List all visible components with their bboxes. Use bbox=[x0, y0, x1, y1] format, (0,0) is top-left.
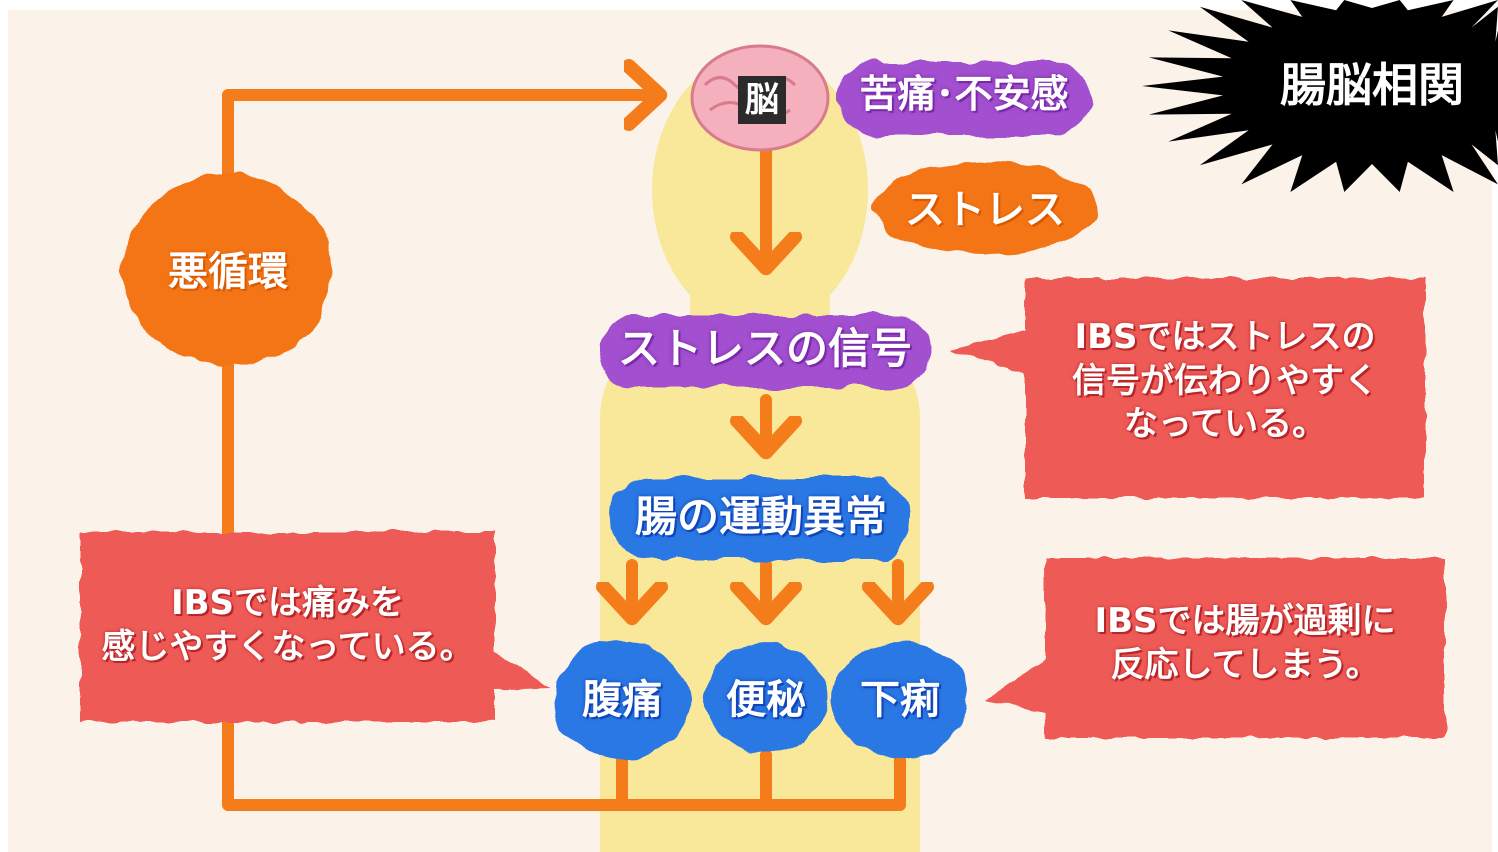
brain-label: 脳 bbox=[745, 80, 779, 120]
stress-signal-blob bbox=[600, 315, 930, 387]
abdominal-pain-label: 腹痛 bbox=[582, 677, 662, 723]
note-gut-box bbox=[985, 558, 1445, 738]
note-signal-text: IBSではストレスの 信号が伝わりやすく なっている。 bbox=[1025, 316, 1425, 447]
stress-label: ストレス bbox=[905, 187, 1065, 233]
diarrhea-label: 下痢 bbox=[860, 677, 940, 723]
vicious-cycle-blob bbox=[124, 174, 332, 366]
brain-icon bbox=[690, 44, 830, 152]
motility-blob bbox=[612, 478, 910, 560]
note-signal-line-2: 信号が伝わりやすく bbox=[1072, 360, 1378, 401]
note-pain-line-2: 感じやすくなっている。 bbox=[101, 626, 474, 667]
badge-label: 腸脳相関 bbox=[1280, 58, 1464, 112]
note-pain-box bbox=[80, 532, 550, 722]
flow-arrows bbox=[222, 95, 906, 811]
note-pain-text: IBSでは痛みを 感じやすくなっている。 bbox=[80, 582, 495, 669]
note-signal-line-1: IBSではストレスの bbox=[1074, 317, 1376, 357]
badge-starburst bbox=[1142, 0, 1498, 192]
symptom-blobs bbox=[554, 642, 968, 758]
stress-signal-label: ストレスの信号 bbox=[617, 324, 912, 373]
anxiety-label: 苦痛･不安感 bbox=[859, 72, 1069, 116]
motility-label: 腸の運動異常 bbox=[634, 492, 887, 541]
note-pain-line-1: IBSでは痛みを bbox=[170, 583, 405, 623]
note-signal-box bbox=[950, 278, 1425, 498]
vicious-cycle-label: 悪循環 bbox=[168, 249, 288, 295]
note-gut-line-2: 反応してしまう。 bbox=[1110, 644, 1380, 685]
note-boxes bbox=[80, 278, 1445, 738]
anxiety-blob bbox=[838, 62, 1090, 136]
stress-blob bbox=[873, 162, 1097, 254]
note-gut-text: IBSでは腸が過剰に 反応してしまう。 bbox=[1045, 600, 1445, 687]
note-signal-line-3: なっている。 bbox=[1123, 404, 1327, 445]
constipation-label: 便秘 bbox=[726, 677, 806, 723]
note-gut-line-1: IBSでは腸が過剰に bbox=[1094, 601, 1396, 641]
loop-line bbox=[222, 95, 906, 811]
